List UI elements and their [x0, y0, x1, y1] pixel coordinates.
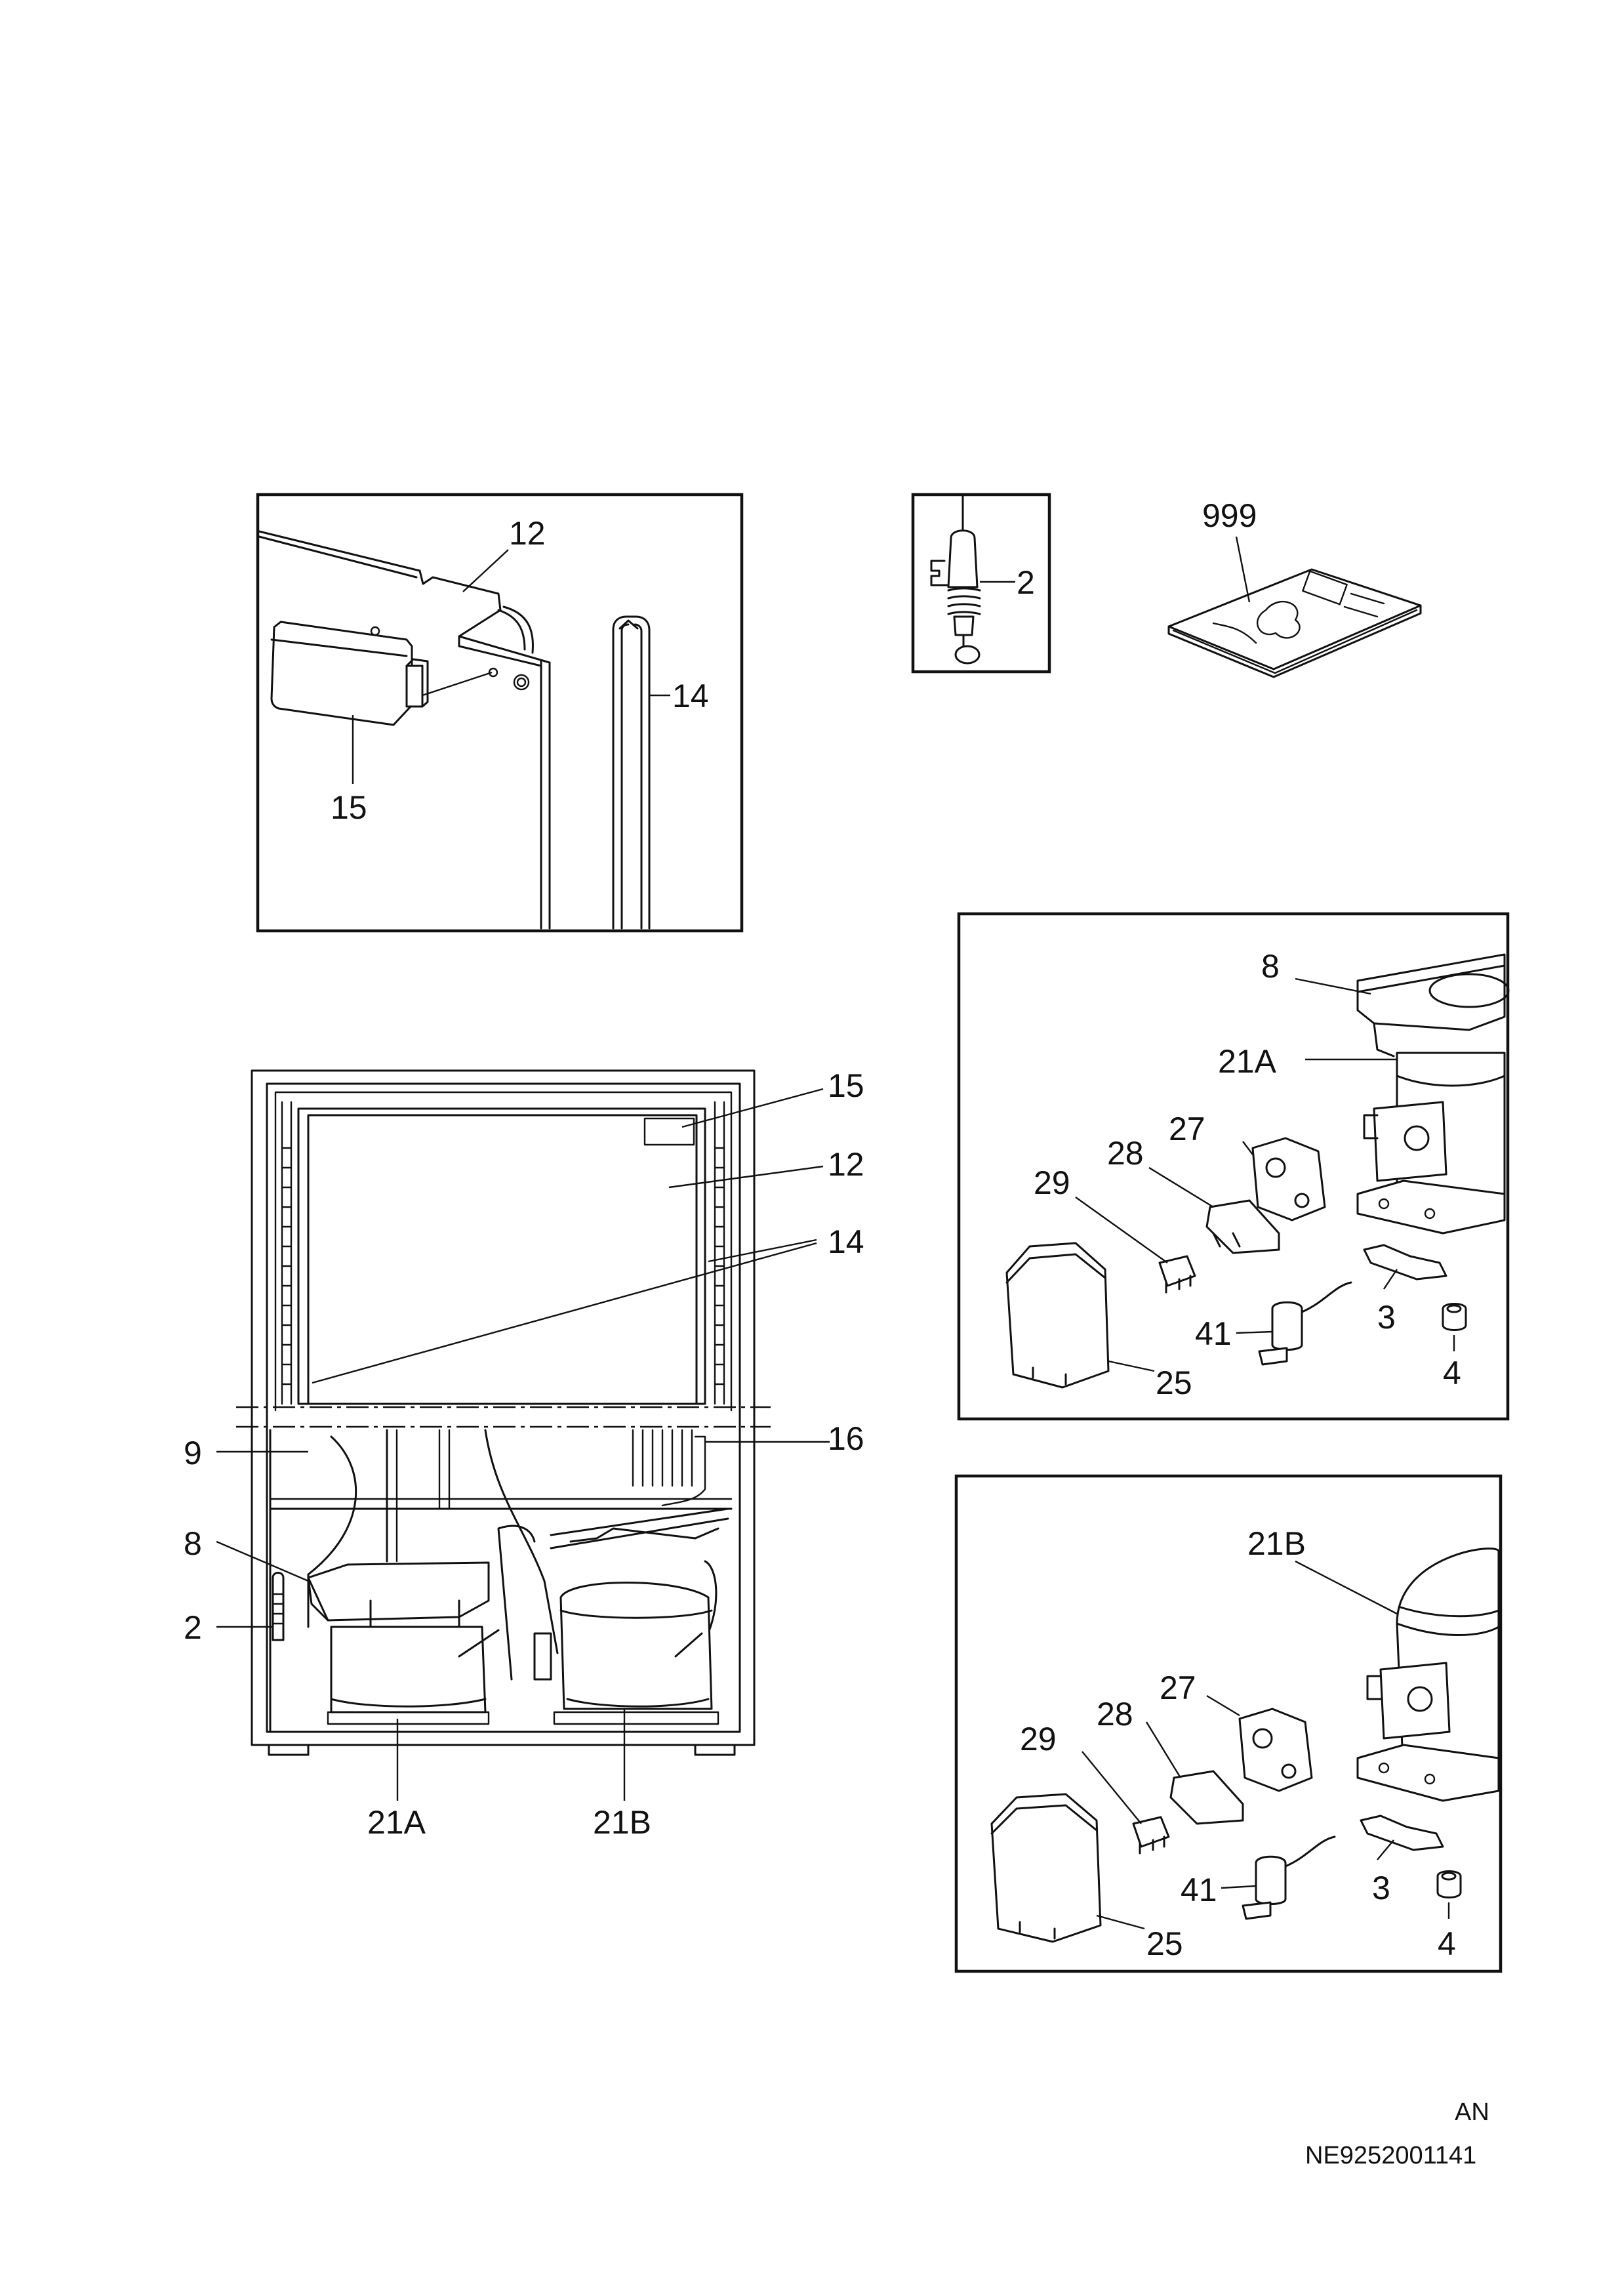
gasket-strip-drawing: [612, 615, 651, 930]
cabinet-rear-view: 15 12 14 16 9 8 2 21A 21B: [184, 1067, 864, 1841]
label-41: 41: [1195, 1315, 1232, 1352]
booklet-drawing: [1167, 568, 1422, 678]
label-14: 14: [828, 1223, 864, 1260]
label-4: 4: [1438, 1925, 1456, 1962]
label-999: 999: [1202, 497, 1257, 534]
label-29: 29: [1020, 1721, 1057, 1757]
label-15: 15: [828, 1067, 864, 1104]
label-15: 15: [331, 789, 367, 826]
label-8: 8: [1261, 948, 1280, 985]
label-14: 14: [672, 678, 709, 714]
footer-code: AN: [1455, 2099, 1489, 2126]
compressor-a-drawing: [1005, 953, 1510, 1389]
panel-compressor-b: 21B 27 28 29 41 3 4 25: [954, 1474, 1503, 1973]
footer: AN NE9252001141: [1305, 2099, 1489, 2169]
label-8: 8: [184, 1525, 202, 1562]
label-12: 12: [828, 1146, 864, 1183]
label-21a: 21A: [1218, 1043, 1277, 1080]
label-28: 28: [1107, 1135, 1144, 1172]
label-28: 28: [1097, 1696, 1133, 1732]
label-21b: 21B: [593, 1804, 651, 1841]
label-25: 25: [1146, 1925, 1183, 1962]
shelf-flap-drawing: [270, 621, 429, 726]
document-number: NE9252001141: [1305, 2142, 1476, 2169]
label-21a: 21A: [367, 1804, 426, 1841]
panel-fuse: 2: [911, 493, 1051, 674]
label-2: 2: [184, 1609, 202, 1646]
compressor-b-drawing: [990, 1548, 1500, 1943]
panel-compressor-a: 8 21A 27 28 29 41 3 4 25: [957, 912, 1510, 1421]
label-25: 25: [1156, 1364, 1192, 1401]
label-2: 2: [1017, 564, 1035, 601]
label-27: 27: [1169, 1111, 1205, 1147]
cabinet-drawing: [236, 1069, 771, 1756]
label-3: 3: [1377, 1299, 1396, 1336]
label-27: 27: [1160, 1670, 1196, 1706]
door-plate-drawing: [258, 530, 551, 930]
label-3: 3: [1372, 1870, 1390, 1906]
label-41: 41: [1181, 1872, 1217, 1908]
label-4: 4: [1443, 1355, 1461, 1391]
label-12: 12: [509, 515, 546, 552]
label-29: 29: [1034, 1164, 1070, 1201]
label-16: 16: [828, 1420, 864, 1457]
panel-door-detail: 12 14 15: [256, 493, 744, 933]
instruction-booklet: 999: [1167, 497, 1422, 678]
label-21b: 21B: [1247, 1525, 1306, 1562]
label-9: 9: [184, 1435, 202, 1471]
fuse-drawing: [930, 495, 981, 665]
